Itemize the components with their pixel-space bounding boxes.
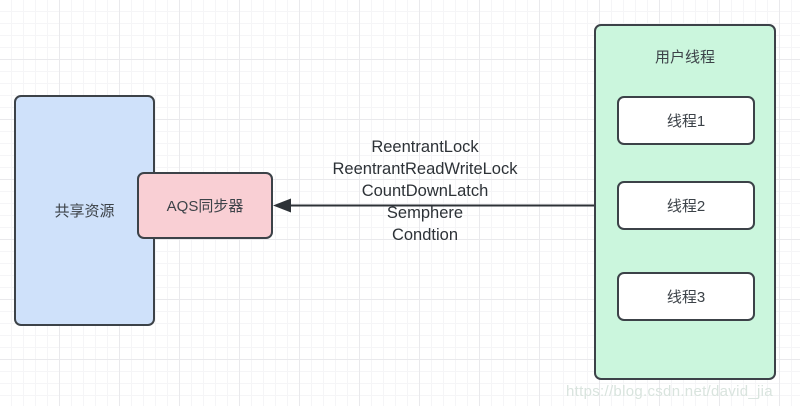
thread-label-2: 线程2 [666,198,706,215]
api-label-reentrantreadwritelock: ReentrantReadWriteLock [332,160,518,178]
thread-box-2[interactable]: 线程2 [617,181,755,230]
api-label-reentrantlock: ReentrantLock [371,138,479,156]
watermark-text: https://blog.csdn.net/david_jia [566,383,773,400]
api-label-semphere: Semphere [386,204,464,222]
aqs-synchronizer-box[interactable]: AQS同步器 [137,172,273,239]
user-thread-group-title: 用户线程 [654,49,715,66]
thread-label-3: 线程3 [666,289,706,306]
thread-label-1: 线程1 [666,113,706,130]
aqs-synchronizer-label: AQS同步器 [166,198,244,215]
api-label-condtion: Condtion [391,226,459,244]
shared-resource-box[interactable]: 共享资源 [14,95,155,326]
user-thread-group-box[interactable]: 用户线程 线程1 线程2 线程3 [594,24,776,380]
thread-box-3[interactable]: 线程3 [617,272,755,321]
flow-arrow-threads-to-aqs [273,198,596,213]
thread-box-1[interactable]: 线程1 [617,96,755,145]
api-label-countdownlatch: CountDownLatch [361,182,489,200]
shared-resource-label: 共享资源 [54,203,115,220]
api-label-list: ReentrantLock ReentrantReadWriteLock Cou… [305,136,545,246]
